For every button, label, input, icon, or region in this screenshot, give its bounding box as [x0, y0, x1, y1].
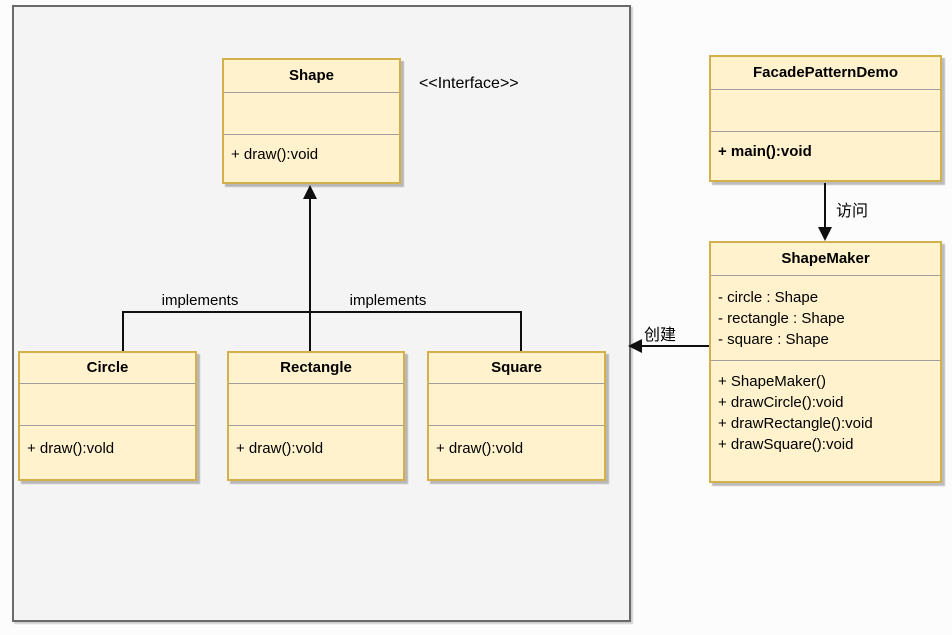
attributes-section-square	[429, 384, 604, 426]
attributes-section-circle	[20, 384, 195, 426]
connector-drop-square	[520, 313, 522, 351]
class-title-rectangle: Rectangle	[229, 353, 403, 384]
attributes-section-rectangle	[229, 384, 403, 426]
attribute-label: - square : Shape	[718, 331, 829, 348]
methods-section-shapemaker: + ShapeMaker() + drawCircle():void + dra…	[711, 361, 940, 481]
class-box-circle[interactable]: Circle + draw():vold	[18, 351, 197, 481]
create-arrow-line	[641, 345, 709, 347]
attributes-section-shapemaker: - circle : Shape - rectangle : Shape - s…	[711, 276, 940, 361]
stereotype-label: <<Interface>>	[419, 75, 519, 92]
arrowhead-up-icon	[303, 185, 317, 199]
method-label: + main():void	[718, 143, 812, 160]
class-title-circle: Circle	[20, 353, 195, 384]
method-label: + draw():vold	[436, 440, 524, 457]
attribute-label: - rectangle : Shape	[718, 310, 845, 327]
realization-line-center	[309, 198, 311, 351]
methods-section-square: + draw():vold	[429, 426, 604, 479]
class-title-square: Square	[429, 353, 604, 384]
class-box-facadepatterndemo[interactable]: FacadePatternDemo + main():void	[709, 55, 942, 182]
methods-section-shape: + draw():void	[224, 135, 399, 182]
implements-label-left: implements	[161, 292, 239, 309]
method-label: + drawSquare():void	[718, 436, 854, 453]
method-label: + ShapeMaker()	[718, 373, 826, 390]
access-arrow-line	[824, 183, 826, 228]
attributes-section-facadepatterndemo	[711, 90, 940, 132]
method-label: + drawCircle():void	[718, 394, 844, 411]
method-label: + draw():vold	[27, 440, 115, 457]
class-box-shape[interactable]: Shape + draw():void	[222, 58, 401, 184]
class-title-shape: Shape	[224, 60, 399, 93]
class-title-shapemaker: ShapeMaker	[711, 243, 940, 276]
create-label: 创建	[644, 327, 677, 344]
access-label: 访问	[836, 203, 869, 220]
class-box-rectangle[interactable]: Rectangle + draw():vold	[227, 351, 405, 481]
arrowhead-left-icon	[628, 339, 642, 353]
class-box-shapemaker[interactable]: ShapeMaker - circle : Shape - rectangle …	[709, 241, 942, 483]
methods-section-facadepatterndemo: + main():void	[711, 132, 940, 180]
arrowhead-down-icon	[818, 227, 832, 241]
implements-label-right: implements	[349, 292, 427, 309]
method-label: + drawRectangle():void	[718, 415, 873, 432]
method-label: + draw():void	[231, 146, 319, 163]
implements-bus-line	[122, 311, 522, 313]
method-label: + draw():vold	[236, 440, 324, 457]
methods-section-rectangle: + draw():vold	[229, 426, 403, 479]
attributes-section-shape	[224, 93, 399, 135]
attribute-label: - circle : Shape	[718, 289, 819, 306]
methods-section-circle: + draw():vold	[20, 426, 195, 479]
class-title-facadepatterndemo: FacadePatternDemo	[711, 57, 940, 90]
class-box-square[interactable]: Square + draw():vold	[427, 351, 606, 481]
connector-drop-circle	[122, 313, 124, 351]
